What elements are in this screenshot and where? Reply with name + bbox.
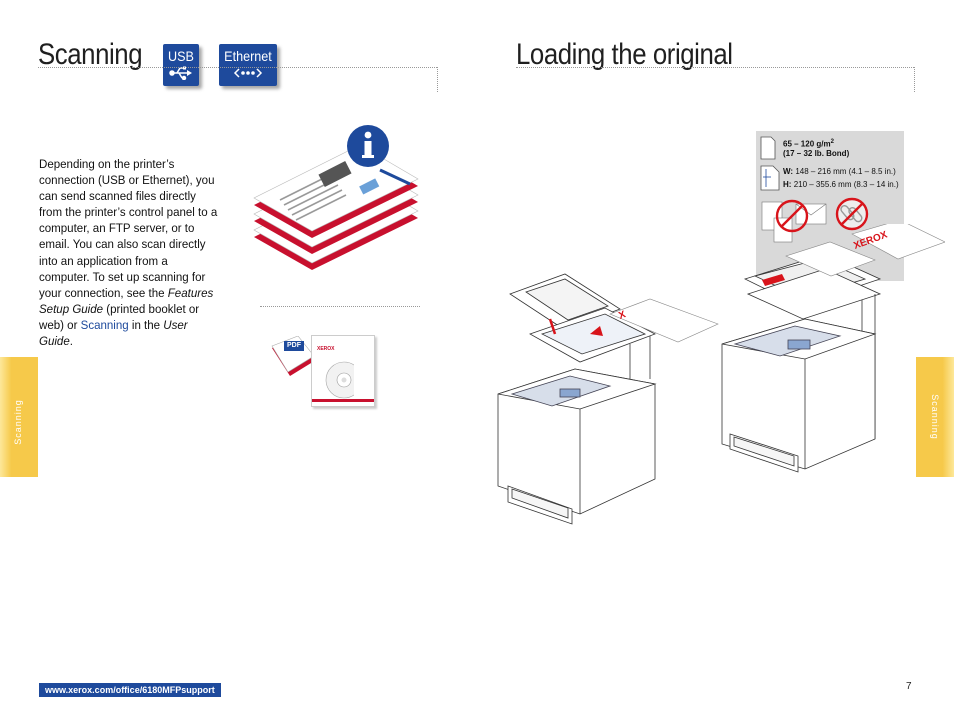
info-icon (347, 125, 389, 167)
page-number: 7 (906, 681, 912, 692)
usb-icon (169, 66, 192, 81)
ethernet-badge: Ethernet (219, 44, 277, 86)
printer-platen-open (497, 273, 657, 525)
pdf-label: PDF (287, 342, 301, 349)
scanning-link[interactable]: Scanning (80, 317, 129, 332)
paper-weight-icon (760, 136, 776, 160)
cd-disc-icon (325, 361, 354, 399)
description-intro: Depending on the printer’s connection (U… (39, 157, 218, 300)
page-title-loading-original: Loading the original (516, 38, 733, 71)
title-divider-left-end (437, 67, 438, 92)
user-guide-ref: User Guide (39, 317, 188, 349)
ethernet-icon (233, 68, 263, 78)
booklet-stack (253, 144, 419, 270)
title-divider-left (38, 67, 437, 68)
printer-adf (721, 253, 882, 473)
side-tab-left[interactable]: Scanning (0, 357, 38, 477)
spec-height-label: H: (783, 180, 792, 189)
title-divider-right-end (914, 67, 915, 92)
spec-height: H: 210 – 355.6 mm (8.3 – 14 in.) (783, 180, 899, 190)
paper-size-icon (760, 165, 780, 191)
spec-weight: 65 – 120 g/m2 (783, 137, 834, 150)
software-cd-case: XEROX (311, 335, 375, 407)
printed-guide-illustration (253, 125, 419, 270)
description-middle: (printed booklet or web) or (39, 301, 200, 332)
illustration-divider (260, 306, 420, 307)
pdf-document-icon (271, 336, 316, 376)
no-clips-staples-icon (835, 197, 869, 231)
prohibited-media-icons (761, 197, 869, 243)
spec-width-value: 148 – 216 mm (4.1 – 8.5 in.) (795, 167, 896, 176)
usb-badge-label: USB (168, 48, 194, 64)
spec-weight-value: 65 – 120 g/m (783, 139, 831, 149)
no-labels-envelopes-icon (761, 199, 827, 243)
side-tab-left-label: Scanning (13, 399, 23, 445)
page-title-scanning: Scanning (38, 38, 143, 71)
cd-brand: XEROX (317, 346, 335, 352)
spec-weight-unit-sup: 2 (830, 139, 834, 145)
features-setup-guide-ref: Features Setup Guide (39, 285, 214, 316)
cd-red-stripe (312, 399, 374, 402)
usb-badge: USB (163, 44, 199, 86)
spec-bond: (17 – 32 lb. Bond) (783, 149, 849, 159)
title-divider-right (516, 67, 914, 68)
scanning-description: Depending on the printer’s connection (U… (39, 156, 221, 349)
printer-illustrations: X XEROX (497, 224, 945, 525)
description-end: . (69, 334, 73, 349)
spec-width: W: 148 – 216 mm (4.1 – 8.5 in.) (783, 167, 896, 177)
description-in-the: in the (128, 317, 164, 332)
original-sheet-platen: X (609, 298, 719, 343)
spec-bond-value: (17 – 32 lb. Bond) (783, 149, 850, 158)
side-tab-right-label: Scanning (930, 394, 940, 440)
support-url[interactable]: www.xerox.com/office/6180MFPsupport (39, 683, 221, 697)
ethernet-badge-label: Ethernet (224, 48, 272, 64)
side-tab-right[interactable]: Scanning (916, 357, 954, 477)
svg-text:X: X (617, 309, 627, 322)
spec-width-label: W: (783, 167, 794, 176)
spec-height-value: 210 – 355.6 mm (8.3 – 14 in.) (793, 180, 899, 189)
original-sheets-adf: XEROX (785, 224, 945, 277)
